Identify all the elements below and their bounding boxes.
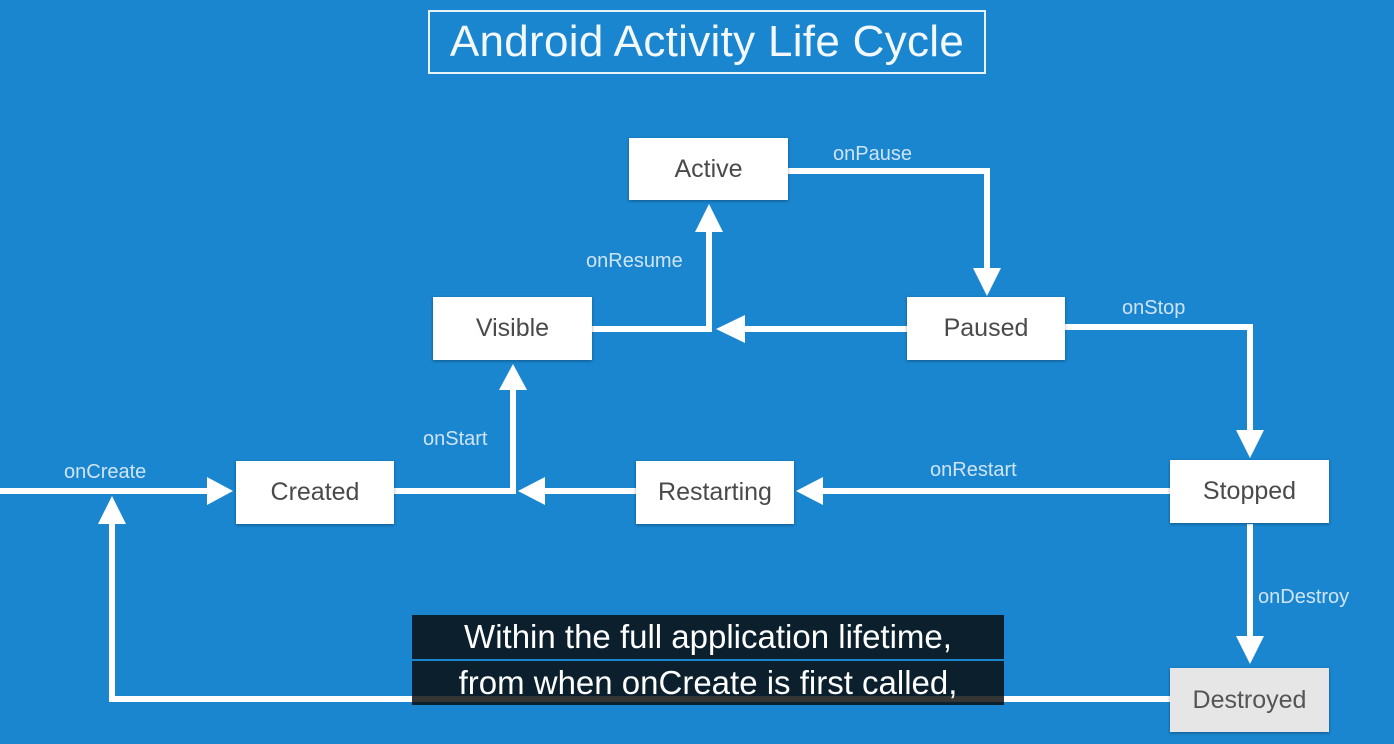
label-onpause: onPause — [833, 143, 912, 165]
state-destroyed: Destroyed — [1170, 668, 1329, 732]
label-ondestroy: onDestroy — [1258, 586, 1350, 608]
arrowhead-visible — [499, 364, 527, 390]
state-paused: Paused — [907, 297, 1065, 360]
caption-line-2: from when onCreate is first called, — [412, 661, 1004, 705]
arrowhead-created — [207, 477, 233, 505]
arrowhead-active — [695, 204, 723, 232]
arrowhead-restarting — [796, 477, 823, 505]
arrowhead-stopped — [1236, 430, 1264, 458]
arrow-paused-to-stopped — [1065, 324, 1253, 430]
label-onresume: onResume — [586, 250, 683, 272]
caption-line-1: Within the full application lifetime, — [412, 615, 1004, 659]
state-stopped: Stopped — [1170, 460, 1329, 523]
label-onstop: onStop — [1122, 297, 1186, 319]
arrow-active-to-paused — [788, 168, 990, 268]
arrowhead-restart-junction — [518, 477, 545, 505]
arrowhead-destroyed — [1236, 636, 1264, 664]
state-active: Active — [629, 138, 788, 200]
label-oncreate: onCreate — [64, 461, 147, 483]
state-restarting: Restarting — [636, 461, 794, 524]
arrowhead-resume-junction — [716, 315, 745, 343]
arrowhead-paused — [973, 268, 1001, 296]
arrowhead-oncreate-loop — [98, 496, 126, 524]
label-onstart: onStart — [423, 428, 488, 450]
label-onrestart: onRestart — [930, 459, 1017, 481]
state-visible: Visible — [433, 297, 592, 360]
state-created: Created — [236, 461, 394, 524]
diagram-title: Android Activity Life Cycle — [428, 10, 986, 74]
arrow-visible-to-active — [592, 232, 712, 332]
